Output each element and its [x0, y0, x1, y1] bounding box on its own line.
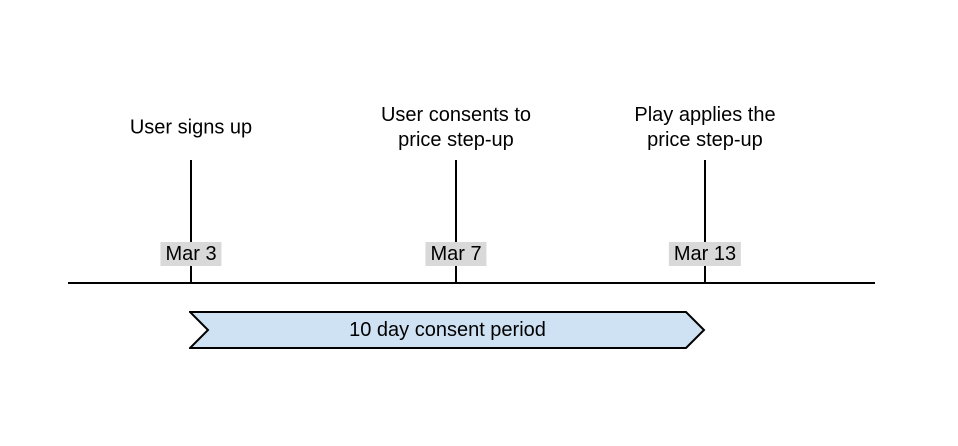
event-title-user-signs-up: User signs up	[130, 116, 252, 141]
date-label-mar-7: Mar 7	[425, 242, 487, 266]
event-tick-mar-3	[190, 160, 192, 282]
event-tick-mar-7	[455, 160, 457, 282]
event-title-line: User signs up	[129, 116, 253, 139]
event-tick-mar-13	[704, 160, 706, 282]
date-label-mar-3: Mar 3	[160, 242, 222, 266]
event-title-play-applies: Play applies the price step-up	[634, 103, 775, 153]
consent-period-banner: 10 day consent period	[189, 311, 706, 349]
event-title-line: price step-up	[647, 129, 763, 151]
event-title-line: price step-up	[398, 129, 514, 151]
ribbon-arrow-polygon	[189, 311, 706, 349]
ribbon-arrow-shape	[189, 311, 706, 349]
event-title-user-consents: User consents to price step-up	[381, 103, 531, 153]
consent-period-label: 10 day consent period	[349, 318, 546, 341]
timeline-axis	[68, 282, 875, 284]
date-label-mar-13: Mar 13	[668, 242, 742, 266]
event-title-line: User consents to	[380, 104, 532, 126]
event-title-line: Play applies the	[634, 104, 776, 126]
